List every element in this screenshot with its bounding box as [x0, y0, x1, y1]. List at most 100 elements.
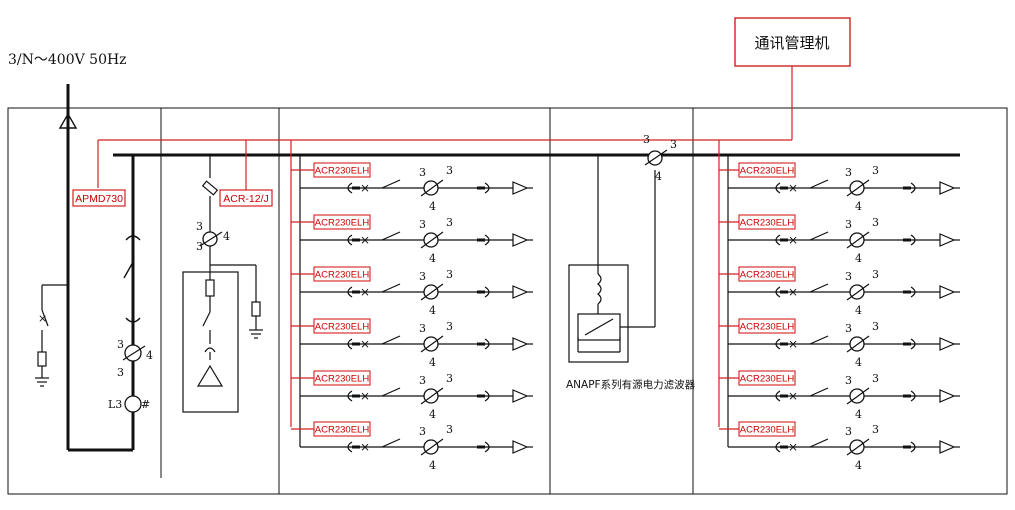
ct-wires-label: 4: [429, 408, 436, 421]
x-mark-icon: ×: [788, 233, 798, 247]
output-arrow-icon: [939, 389, 956, 403]
ct-phases-label: 3: [872, 320, 879, 333]
meter-box[interactable]: [738, 421, 796, 437]
output-arrow-icon: [512, 337, 529, 351]
meter-label: ACR230ELH: [740, 166, 795, 177]
ct-phases-label: 3: [446, 320, 453, 333]
ct-phases-label: 3: [845, 425, 852, 438]
ct-wires-label: 4: [855, 356, 862, 369]
x-mark-icon: ×: [360, 337, 370, 351]
x-mark-icon: ×: [38, 312, 47, 325]
meter-label: ACR230ELH: [740, 270, 795, 281]
feeder-row: ACR230ELH × 3 3 4: [291, 370, 533, 421]
acr-cap-box[interactable]: [219, 189, 273, 207]
apmd-box[interactable]: [72, 189, 126, 207]
output-arrow-icon: [939, 181, 956, 195]
meter-label: ACR230ELH: [315, 166, 370, 177]
feeder-row: ACR230ELH × 3 3 4: [291, 162, 533, 213]
x-mark-icon: ×: [360, 181, 370, 195]
ct-phases-label: 3: [643, 133, 650, 146]
l3-ct-icon: [124, 395, 142, 413]
ct-phases-label: 3: [419, 218, 426, 231]
incoming-arrow-icon: [58, 112, 78, 129]
meter-box[interactable]: [313, 421, 371, 437]
ct-phases-label: 3: [419, 270, 426, 283]
x-mark-icon: ×: [788, 181, 798, 195]
meter-box[interactable]: [313, 214, 371, 230]
meter-label: ACR230ELH: [315, 270, 370, 281]
ct-phases-label: 3: [117, 366, 124, 379]
ct-phases-label: 3: [419, 374, 426, 387]
ct-wires-label: 4: [429, 356, 436, 369]
ct-wires-label: 4: [429, 252, 436, 265]
ct-wires-label: 4: [855, 459, 862, 472]
ct-phases-label: 3: [872, 423, 879, 436]
apmd-label: APMD730: [75, 193, 123, 205]
meter-label: ACR230ELH: [315, 374, 370, 385]
l3-label: L3: [108, 398, 122, 411]
ct-phases-label: 3: [196, 220, 203, 233]
ct-phases-label: 3: [419, 425, 426, 438]
output-arrow-icon: [512, 389, 529, 403]
meter-box[interactable]: [313, 162, 371, 178]
x-mark-icon: ×: [788, 389, 798, 403]
feeder-row: ACR230ELH × 3 3 4: [719, 370, 960, 421]
output-arrow-icon: [512, 181, 529, 195]
ct-wires-label: 4: [146, 349, 153, 362]
ct-phases-label: 3: [845, 218, 852, 231]
ct-phases-label: 3: [446, 423, 453, 436]
main-busbar: [66, 84, 960, 452]
x-mark-icon: ×: [788, 440, 798, 454]
output-arrow-icon: [512, 285, 529, 299]
meter-box[interactable]: [738, 162, 796, 178]
ct-phases-label: 3: [419, 166, 426, 179]
meter-box[interactable]: [738, 266, 796, 282]
ct-phases-label: 3: [845, 374, 852, 387]
ct-phases-label: 3: [872, 372, 879, 385]
output-arrow-icon: [512, 233, 529, 247]
ct-wires-label: 4: [223, 230, 230, 243]
panel-frame: [7, 107, 1008, 495]
apf-label: ANAPF系列有源电力滤波器: [566, 378, 696, 391]
output-arrow-icon: [939, 233, 956, 247]
ct-phases-label: 3: [446, 268, 453, 281]
ct-phases-label: 3: [670, 138, 677, 151]
meter-label: ACR230ELH: [315, 322, 370, 333]
x-mark-icon: ×: [360, 285, 370, 299]
x-mark-icon: ×: [360, 389, 370, 403]
ct-phases-label: 3: [446, 164, 453, 177]
x-mark-icon: ×: [788, 285, 798, 299]
apf-unit: [568, 155, 656, 363]
feeder-row: ACR230ELH × 3 3 4: [291, 266, 533, 317]
meter-box[interactable]: [738, 370, 796, 386]
comm-manager-box[interactable]: [734, 17, 851, 67]
meter-box[interactable]: [738, 214, 796, 230]
ct-phases-label: 3: [845, 270, 852, 283]
meter-box[interactable]: [313, 370, 371, 386]
ct-wires-label: 4: [429, 304, 436, 317]
meter-box[interactable]: [313, 318, 371, 334]
meter-label: ACR230ELH: [315, 218, 370, 229]
ct-wires-label: 4: [855, 408, 862, 421]
meter-label: ACR230ELH: [315, 425, 370, 436]
comm-manager-label: 通讯管理机: [754, 34, 829, 52]
meter-box[interactable]: [738, 318, 796, 334]
comm-bus[interactable]: [97, 66, 793, 427]
meter-label: ACR230ELH: [740, 374, 795, 385]
incoming-breaker: [123, 235, 141, 323]
meter-label: ACR230ELH: [740, 425, 795, 436]
ct-phases-label: 3: [446, 372, 453, 385]
ct-wires-label: 4: [855, 200, 862, 213]
acr-cap-label: ACR-12/J: [223, 193, 269, 205]
meter-label: ACR230ELH: [740, 322, 795, 333]
meter-box[interactable]: [313, 266, 371, 282]
ct-wires-label: 4: [429, 200, 436, 213]
output-arrow-icon: [939, 440, 956, 454]
